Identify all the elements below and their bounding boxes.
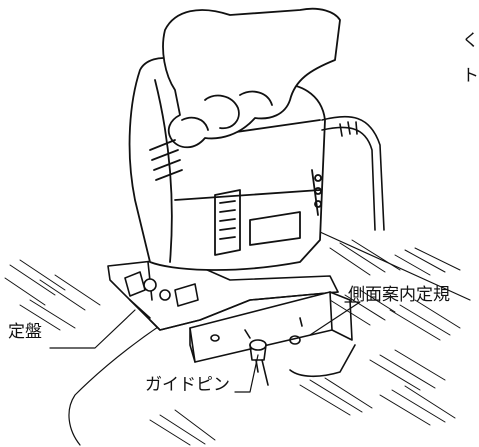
left-hatching [4, 259, 101, 331]
leader-lines [49, 301, 361, 393]
power-cord [321, 115, 385, 231]
blade-clamp [124, 261, 199, 307]
label-side-guide: 側面案内定規 [348, 285, 450, 305]
edge-char-1: く [462, 31, 479, 51]
edge-char-2: ト [462, 66, 479, 86]
leader-side-guide [309, 301, 361, 336]
hand [149, 7, 341, 181]
base-plate [107, 257, 339, 331]
leader-base-plate [49, 309, 136, 349]
surface-hatching [149, 239, 461, 446]
label-base-plate: 定盤 [8, 322, 42, 342]
leader-guide-pin [234, 354, 259, 393]
label-guide-pin: ガイドピン [145, 375, 230, 395]
side-guide-ruler [189, 291, 356, 386]
